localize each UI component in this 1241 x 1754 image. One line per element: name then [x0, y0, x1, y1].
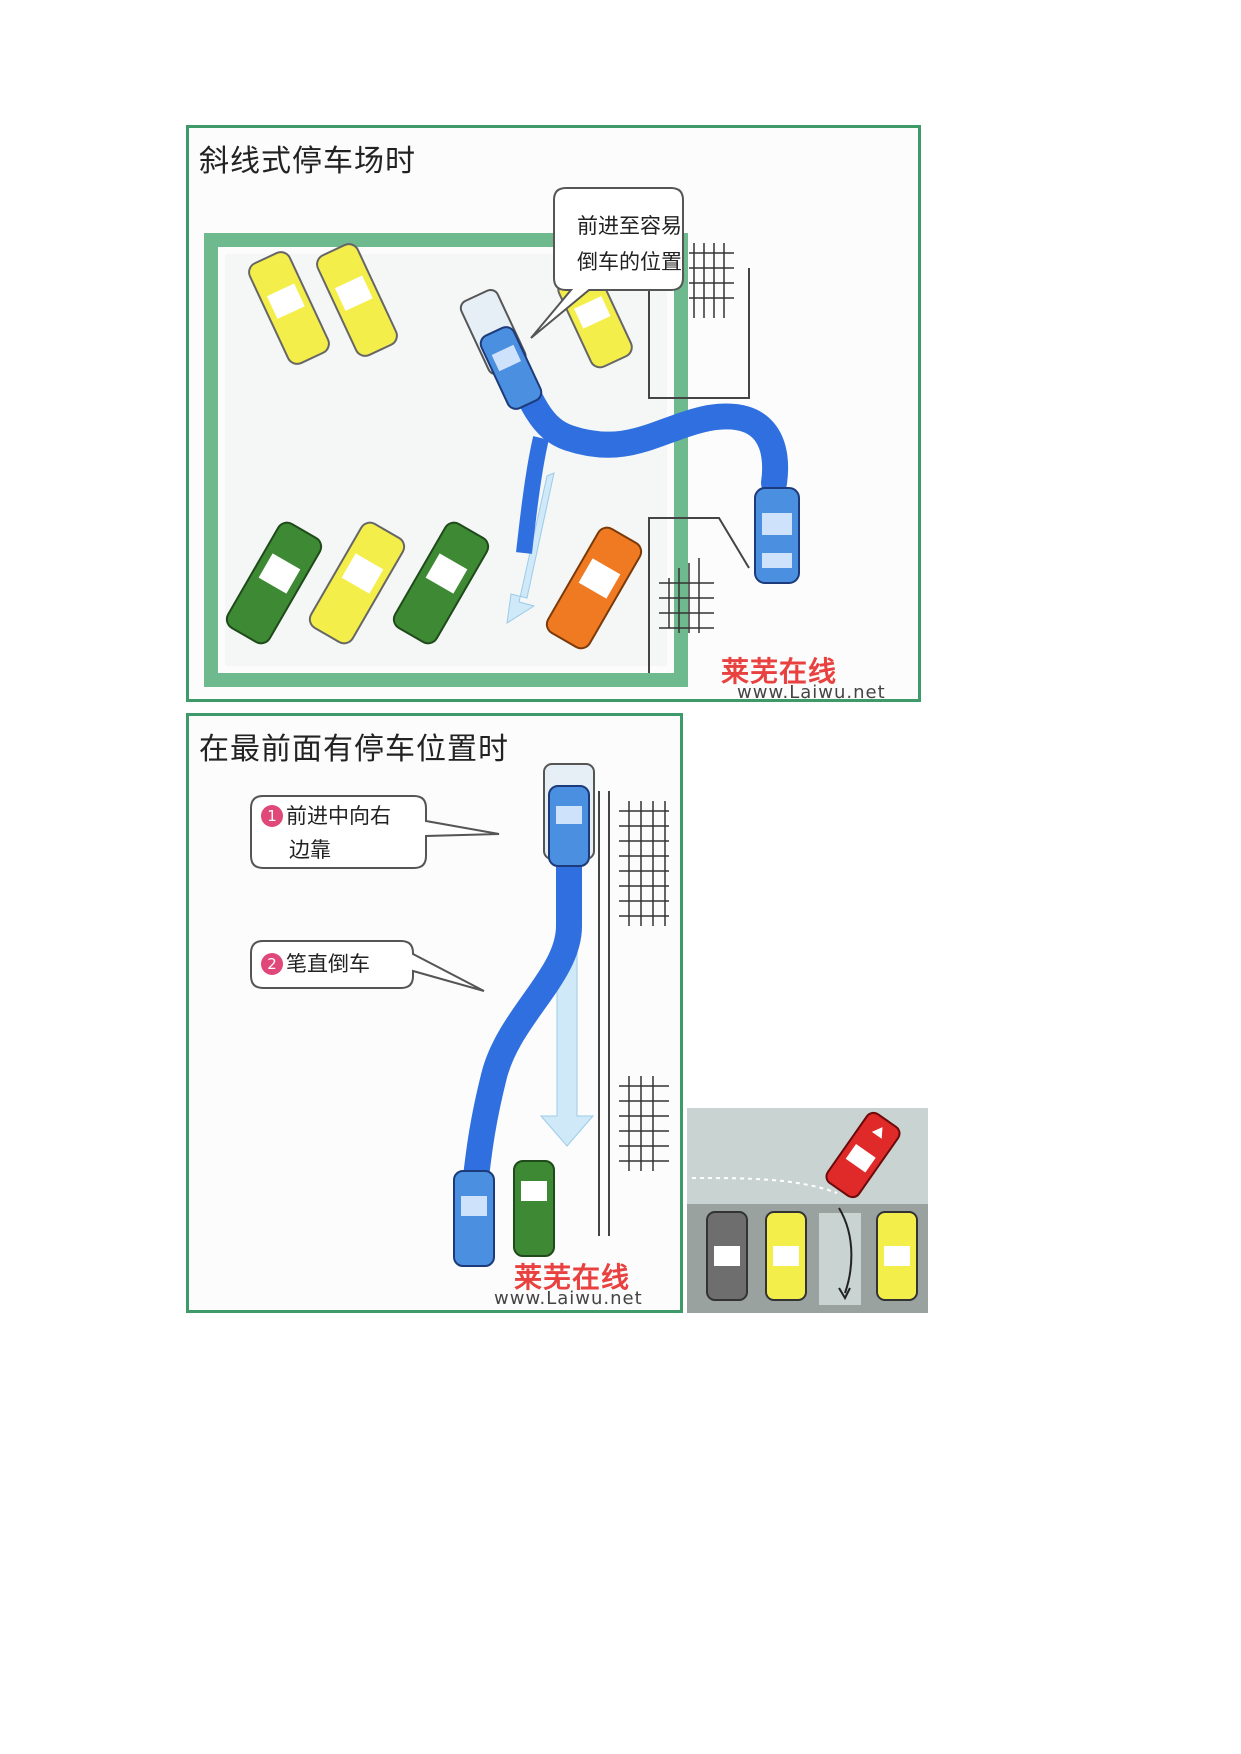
car-green-1 [225, 521, 323, 645]
reverse-path [516, 436, 549, 554]
callout-line-1: 前进至容易 [577, 214, 682, 238]
reverse-arrow-light [506, 472, 555, 624]
car-yellow-1 [248, 251, 330, 365]
diagonal-parking-illustration [204, 187, 800, 687]
step2-number-badge: 2 [261, 953, 283, 975]
diagonal-parking-panel: 斜线式停车场时 前进至容易 倒车的位置 莱芜在线 www.Laiwu.net [186, 125, 921, 703]
callout-line-2: 倒车的位置 [577, 250, 682, 274]
car-yellow-right [876, 1211, 918, 1301]
car-yellow-2 [316, 243, 398, 357]
car-yellow-4 [308, 521, 406, 645]
approach-path [691, 1177, 838, 1194]
step1-line-2: 边靠 [289, 838, 331, 862]
curb-upper [648, 268, 750, 399]
watermark-url: www.Laiwu.net [737, 682, 886, 703]
step1-callout-bubble [250, 795, 500, 869]
hatch-marks-top [619, 801, 669, 926]
hatch-marks-upper [689, 243, 734, 318]
curb-lower [648, 517, 750, 673]
panel-title: 在最前面有停车位置时 [199, 732, 509, 767]
reverse-parking-illustration [687, 1111, 928, 1313]
car-green-parked [513, 1160, 555, 1257]
panel-title: 斜线式停车场时 [199, 144, 416, 179]
car-yellow-left [765, 1211, 807, 1301]
step1-number-badge: 1 [261, 805, 283, 827]
front-space-illustration [250, 763, 669, 1267]
lot-border [204, 233, 688, 687]
watermark-brand: 莱芜在线 [721, 655, 838, 688]
hatch-marks-lower [659, 558, 714, 633]
watermark-brand: 莱芜在线 [514, 1261, 631, 1294]
step2-callout-bubble [250, 940, 485, 992]
hatch-marks-bottom [619, 1076, 669, 1171]
step1-text: 前进中向右 [286, 804, 391, 828]
driving-path [461, 853, 582, 1209]
reverse-trajectory [838, 1207, 853, 1294]
callout-bubble [530, 187, 684, 339]
watermark-url: www.Laiwu.net [494, 1288, 643, 1309]
moving-car-blue [479, 326, 543, 410]
car-green-2 [392, 521, 490, 645]
car-orange [545, 526, 643, 650]
driving-path [491, 325, 789, 496]
reverse-parking-panel [687, 1108, 928, 1313]
car-red-reversing [825, 1111, 901, 1199]
trajectory-arrowhead [838, 1287, 851, 1301]
moving-car-blue [548, 785, 590, 867]
car-gray [706, 1211, 748, 1301]
car-blue-parked [453, 1170, 495, 1267]
step2-text: 笔直倒车 [286, 952, 370, 976]
car-blue-lane [754, 487, 800, 584]
